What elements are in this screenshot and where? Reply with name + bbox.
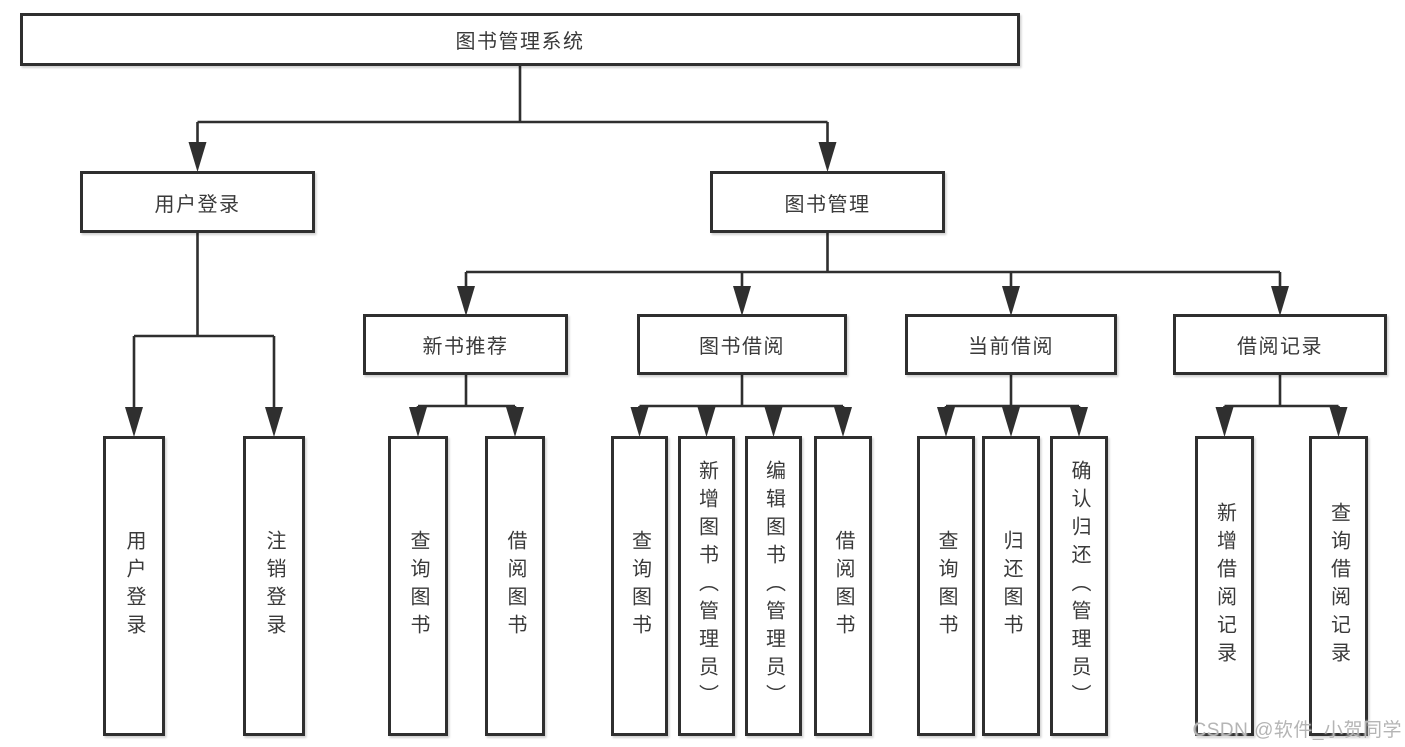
leaf-query-books-2: 查询图书 — [611, 436, 668, 736]
leaf-query-books-3-label: 查询图书 — [935, 530, 957, 642]
arrowhead — [188, 142, 207, 172]
arrowhead — [265, 407, 283, 437]
leaf-borrow-books-2-label: 借阅图书 — [832, 530, 854, 642]
leaf-return-books: 归还图书 — [982, 436, 1040, 736]
arrowhead — [1002, 286, 1020, 316]
node-new-book-recommend: 新书推荐 — [363, 314, 568, 375]
node-book-borrowing-label: 图书借阅 — [699, 336, 785, 358]
leaf-query-borrow-record-label: 查询借阅记录 — [1327, 502, 1350, 670]
arrowhead — [1070, 407, 1088, 437]
leaf-logout: 注销登录 — [243, 436, 305, 736]
arrowhead — [1271, 286, 1289, 316]
arrowhead — [125, 407, 143, 437]
arrowhead — [818, 142, 837, 172]
leaf-return-books-label: 归还图书 — [1000, 530, 1022, 642]
leaf-edit-book-admin-label: 编辑图书（管理员） — [762, 460, 785, 712]
leaf-confirm-return-admin: 确认归还（管理员） — [1050, 436, 1108, 736]
leaf-logout-label: 注销登录 — [263, 530, 285, 642]
arrowhead — [834, 407, 852, 437]
node-borrow-records-label: 借阅记录 — [1237, 336, 1323, 358]
leaf-edit-book-admin: 编辑图书（管理员） — [745, 436, 802, 736]
leaf-borrow-books-2: 借阅图书 — [814, 436, 872, 736]
arrowhead — [630, 407, 649, 437]
node-book-management-label: 图书管理 — [784, 193, 871, 216]
leaf-user-login-label: 用户登录 — [123, 530, 145, 642]
arrowhead — [506, 407, 524, 437]
arrowhead — [733, 286, 751, 316]
leaf-query-borrow-record: 查询借阅记录 — [1309, 436, 1368, 736]
node-root-label: 图书管理系统 — [455, 31, 585, 53]
leaf-add-borrow-record-label: 新增借阅记录 — [1213, 502, 1236, 670]
leaf-confirm-return-admin-label: 确认归还（管理员） — [1068, 460, 1090, 712]
arrowhead — [1002, 407, 1020, 437]
node-book-management: 图书管理 — [710, 171, 945, 233]
csdn-watermark: CSDN @软件_小贺同学 — [1192, 720, 1402, 741]
arrowhead — [937, 407, 955, 437]
node-current-borrowing-label: 当前借阅 — [968, 336, 1054, 358]
leaf-borrow-books-1: 借阅图书 — [485, 436, 545, 736]
leaf-borrow-books-1-label: 借阅图书 — [504, 530, 526, 642]
arrowhead — [1329, 407, 1348, 437]
arrowhead — [409, 407, 427, 437]
leaf-add-book-admin-label: 新增图书（管理员） — [695, 460, 718, 712]
leaf-add-book-admin: 新增图书（管理员） — [678, 436, 735, 736]
arrowhead — [697, 407, 716, 437]
arrowhead — [457, 286, 475, 316]
leaf-query-books-2-label: 查询图书 — [628, 530, 651, 642]
leaf-query-books-3: 查询图书 — [917, 436, 975, 736]
node-user-login: 用户登录 — [80, 171, 315, 233]
arrowhead — [764, 407, 783, 437]
arrowhead — [1215, 407, 1234, 437]
leaf-query-books-1-label: 查询图书 — [407, 530, 429, 642]
node-new-book-recommend-label: 新书推荐 — [422, 336, 509, 358]
node-borrow-records: 借阅记录 — [1173, 314, 1387, 375]
leaf-query-books-1: 查询图书 — [388, 436, 448, 736]
node-user-login-label: 用户登录 — [154, 193, 241, 216]
node-root: 图书管理系统 — [20, 13, 1020, 66]
node-current-borrowing: 当前借阅 — [905, 314, 1117, 375]
arrowheads-group — [125, 142, 1348, 437]
leaf-user-login: 用户登录 — [103, 436, 165, 736]
leaf-add-borrow-record: 新增借阅记录 — [1195, 436, 1254, 736]
node-book-borrowing: 图书借阅 — [637, 314, 847, 375]
